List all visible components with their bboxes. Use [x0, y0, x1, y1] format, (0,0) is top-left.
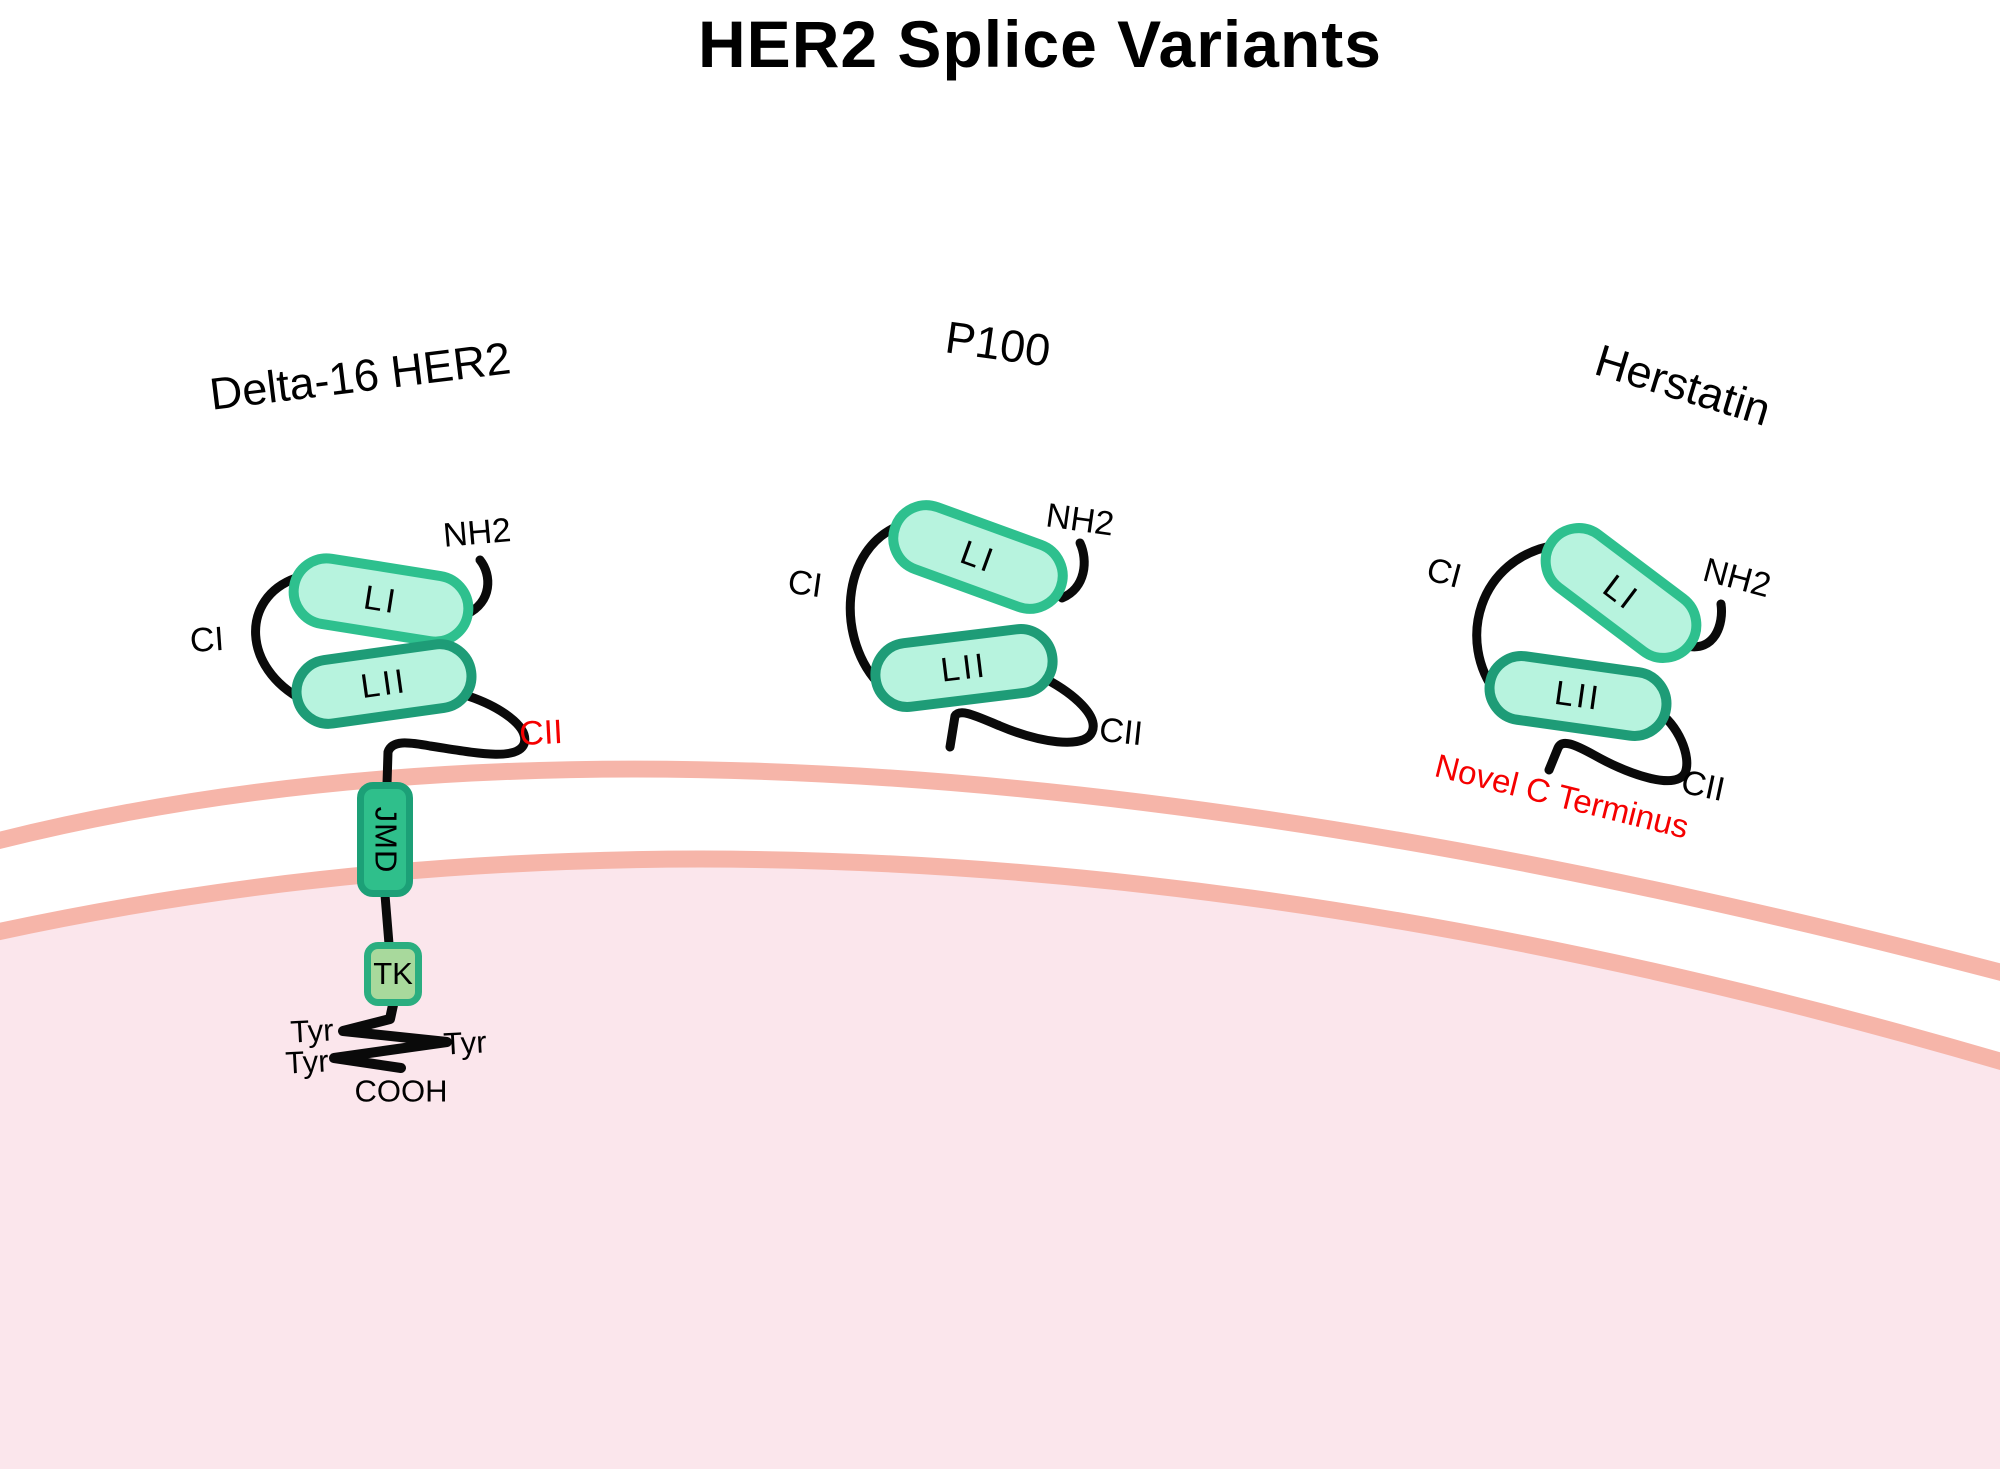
delta16-ci-label: CI	[188, 619, 226, 661]
membrane-inner-leaflet-and-cytoplasm	[0, 850, 2000, 1469]
herstatin-li-domain-label: LI	[1596, 567, 1647, 619]
delta16-jmd-domain-label: JMD	[368, 806, 403, 873]
p100-ci-linker-curve	[845, 519, 908, 691]
delta16-tyr-label-3: Tyr	[442, 1024, 488, 1062]
p100-li-domain-label: LI	[955, 532, 1001, 581]
delta16-tyr-label-1: Tyr	[289, 1012, 335, 1050]
herstatin-lii-domain-label: LII	[1552, 673, 1604, 718]
delta16-transmembrane-line	[380, 890, 394, 949]
p100-nh2-label: NH2	[1043, 496, 1117, 544]
delta16-ci-linker-curve	[251, 573, 308, 705]
delta16-cii-linker-curve	[382, 691, 530, 789]
delta16-cooh-label: COOH	[354, 1073, 448, 1109]
herstatin-ci-linker-curve	[1472, 540, 1561, 699]
delta16-cii-label: CII	[518, 712, 564, 754]
figure-title: HER2 Splice Variants	[698, 7, 1382, 81]
delta16-tk-domain-label: TK	[373, 956, 413, 991]
herstatin-cii-label: CII	[1677, 762, 1729, 810]
delta16-li-domain-label: LI	[361, 578, 402, 621]
delta16-kinase-squiggle	[329, 1000, 452, 1073]
delta16-lii-domain-label: LII	[358, 661, 410, 706]
p100-nh2-linker-curve	[1057, 538, 1089, 603]
p100-ci-label: CI	[785, 562, 825, 606]
herstatin-cii-linker-curve	[1544, 705, 1692, 786]
delta16-nh2-label: NH2	[441, 511, 513, 555]
delta16-jmd-domain: JMD	[357, 782, 413, 897]
p100-cii-label: CII	[1097, 710, 1145, 754]
p100-linkers	[845, 519, 1098, 752]
cell-membrane	[0, 760, 2000, 1469]
p100-cii-linker-curve	[945, 674, 1098, 752]
delta16-tk-domain: TK	[364, 942, 422, 1006]
p100-lii-domain-label: LII	[938, 645, 990, 690]
membrane-outer-leaflet	[0, 760, 2000, 981]
delta16-tyr-label-2: Tyr	[284, 1043, 330, 1081]
